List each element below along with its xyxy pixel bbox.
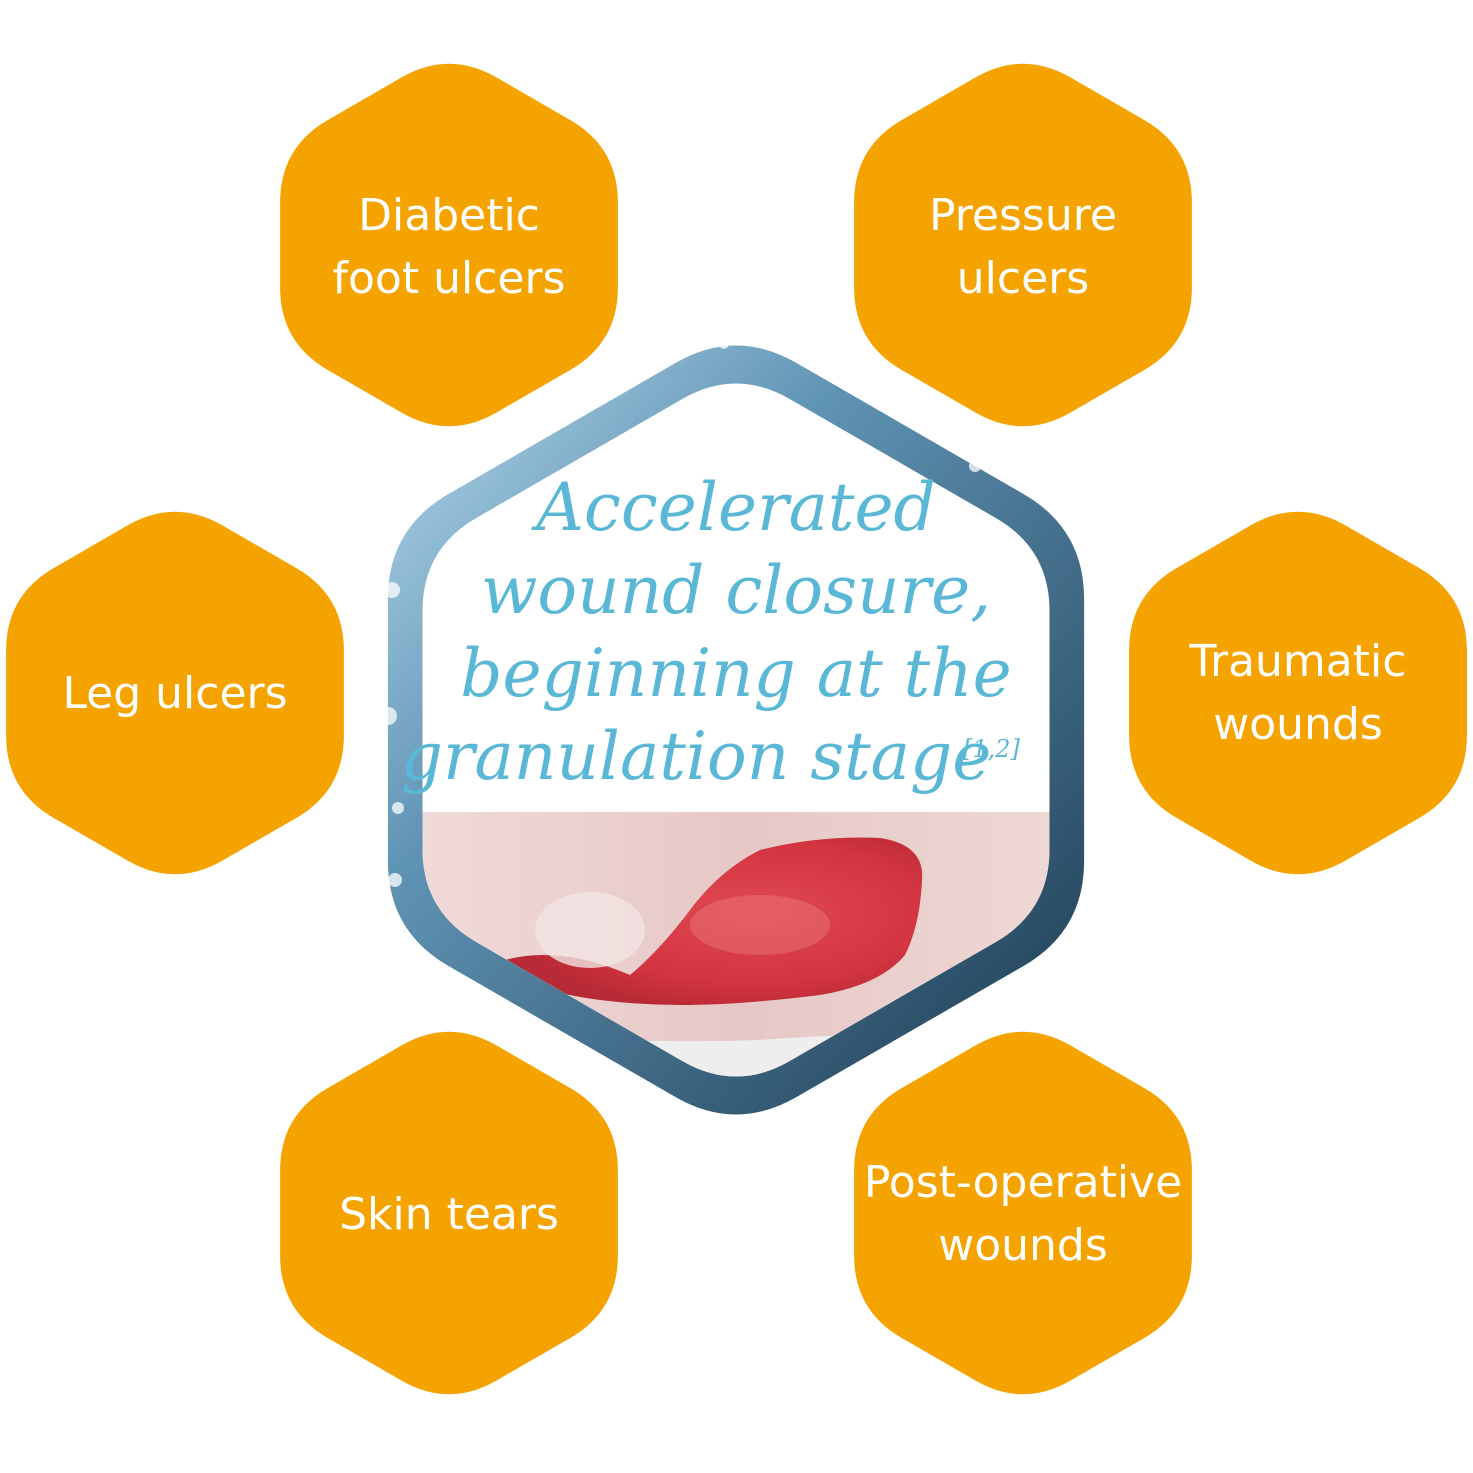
wound-highlight [690, 895, 830, 955]
center-reference: [1,2] [963, 735, 1021, 763]
hex-label-line: Diabetic [358, 190, 540, 241]
droplet [392, 802, 404, 814]
hexagon-shape [854, 63, 1192, 427]
wound-type-hexagons: Diabetic foot ulcers Pressure ulcers Leg… [6, 63, 1467, 1395]
hex-label-line: wounds [1213, 699, 1383, 750]
hex-label-line: Pressure [929, 190, 1117, 241]
hexagon-shape [280, 63, 618, 427]
hex-label-line: Leg ulcers [62, 668, 287, 719]
hex-pressure-ulcers: Pressure ulcers [854, 63, 1192, 427]
hex-label-line: Skin tears [339, 1189, 559, 1240]
hex-post-operative-wounds: Post-operative wounds [854, 1031, 1192, 1395]
hexagon-shape [280, 1031, 618, 1395]
center-text-line: Accelerated [530, 469, 936, 546]
center-text-line: wound closure, [481, 552, 991, 629]
droplet [654, 352, 666, 364]
droplet [388, 873, 402, 887]
droplet [719, 339, 729, 349]
hex-label-line: Post-operative [864, 1157, 1182, 1208]
hex-label-line: Traumatic [1189, 636, 1407, 687]
center-text: Accelerated wound closure, beginning at … [401, 469, 1021, 795]
hex-leg-ulcers: Leg ulcers [6, 511, 344, 875]
hex-diabetic-foot-ulcers: Diabetic foot ulcers [280, 63, 618, 427]
droplet [379, 707, 397, 725]
droplet [422, 970, 432, 980]
center-hexagon: Accelerated wound closure, beginning at … [379, 339, 1085, 1115]
hex-traumatic-wounds: Traumatic wounds [1129, 511, 1467, 875]
droplet [624, 373, 632, 381]
water-droplets [379, 339, 981, 980]
droplet [585, 397, 595, 407]
hexagon-shape [1129, 511, 1467, 875]
hex-skin-tears: Skin tears [280, 1031, 618, 1395]
skin-highlight [535, 892, 645, 968]
center-text-line: beginning at the [460, 635, 1011, 712]
hexagon-shape [854, 1031, 1192, 1395]
wound-area [505, 837, 923, 1005]
hexagon-shape [6, 511, 344, 875]
droplet [969, 460, 981, 472]
center-text-line: granulation stage [401, 718, 992, 795]
droplet [384, 582, 400, 598]
hex-label-line: foot ulcers [333, 253, 566, 304]
hex-label-line: ulcers [957, 253, 1089, 304]
hex-label-line: wounds [938, 1220, 1108, 1271]
